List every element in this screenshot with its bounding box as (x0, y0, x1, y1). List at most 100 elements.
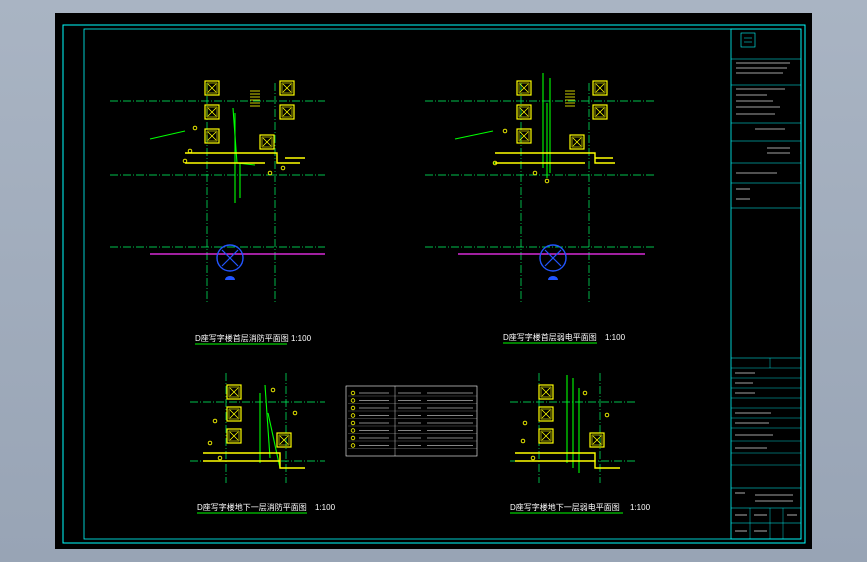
equipment-inner (591, 434, 603, 446)
equipment-cross (262, 137, 272, 147)
equipment-box (226, 428, 242, 444)
wiring-line (149, 130, 186, 140)
equipment-inner (206, 106, 218, 118)
device-symbol (492, 160, 498, 166)
equipment-box (538, 406, 554, 422)
drawing-title-text: D座写字楼首层消防平面图 (195, 333, 289, 343)
device-symbol (217, 455, 223, 461)
equipment-cross (229, 431, 239, 441)
drawing-sheet: D座写字楼首层消防平面图 1:100 D座写字楼首层弱电平面图 1:100 D座… (55, 13, 812, 549)
equipment-box (516, 104, 532, 120)
floor-plans (110, 73, 655, 483)
equipment-cross (282, 107, 292, 117)
device-symbol (212, 418, 218, 424)
legend-table (345, 385, 478, 457)
equipment-box (516, 128, 532, 144)
equipment-inner (540, 386, 552, 398)
device-symbol (187, 148, 193, 154)
equipment-box (538, 428, 554, 444)
legend-symbol-icon (350, 390, 356, 396)
compass-needle (221, 249, 239, 267)
equipment-inner (228, 408, 240, 420)
equipment-cross (229, 409, 239, 419)
cad-canvas: D座写字楼首层消防平面图 1:100 D座写字楼首层弱电平面图 1:100 D座… (62, 24, 806, 544)
device-symbol (522, 420, 528, 426)
equipment-cross (541, 431, 551, 441)
equipment-inner (206, 130, 218, 142)
equipment-cross (207, 83, 217, 93)
equipment-box (204, 128, 220, 144)
equipment-box (569, 134, 585, 150)
equipment-cross (592, 435, 602, 445)
equipment-cross (519, 107, 529, 117)
equipment-inner (278, 434, 290, 446)
equipment-inner (571, 136, 583, 148)
equipment-inner (228, 430, 240, 442)
legend-symbol-icon (350, 428, 356, 433)
device-symbol (532, 170, 538, 176)
legend-symbol-icon (350, 435, 356, 441)
compass-marker (225, 276, 235, 280)
drawing-scale-text: 1:100 (291, 334, 312, 343)
drawing-title-4: D座写字楼地下一层弱电平面图 1:100 (510, 502, 651, 514)
compass-needle (544, 249, 562, 267)
device-symbol (270, 387, 276, 393)
equipment-cross (572, 137, 582, 147)
device-symbol (280, 165, 286, 171)
equipment-cross (595, 107, 605, 117)
logo-icon (740, 32, 756, 48)
drawing-title-text: D座写字楼地下一层弱电平面图 (510, 502, 620, 512)
floor-plan (510, 373, 635, 483)
legend-symbol-icon (350, 405, 356, 411)
equipment-box (279, 80, 295, 96)
drawing-scale-text: 1:100 (605, 333, 626, 342)
legend-symbol-icon (350, 420, 356, 426)
equipment-box (592, 80, 608, 96)
device-symbol (192, 125, 198, 131)
floor-plan (110, 80, 325, 303)
drawing-scale-text: 1:100 (630, 503, 651, 512)
equipment-box (276, 432, 292, 448)
equipment-inner (228, 386, 240, 398)
equipment-inner (261, 136, 273, 148)
drawing-title-text: D座写字楼首层弱电平面图 (503, 332, 597, 342)
equipment-cross (207, 131, 217, 141)
equipment-box (226, 384, 242, 400)
compass-marker (548, 276, 558, 280)
equipment-box (516, 80, 532, 96)
device-symbol (292, 410, 298, 416)
device-symbol (207, 440, 213, 446)
equipment-box (204, 80, 220, 96)
equipment-box (279, 104, 295, 120)
legend-symbol-icon (350, 398, 356, 403)
drawing-title-text: D座写字楼地下一层消防平面图 (197, 502, 307, 512)
device-symbol (544, 178, 550, 184)
wiring-line (454, 130, 494, 140)
equipment-box (538, 384, 554, 400)
device-symbol (604, 412, 610, 418)
equipment-inner (281, 106, 293, 118)
equipment-cross (541, 387, 551, 397)
equipment-cross (282, 83, 292, 93)
compass-icon (539, 244, 567, 272)
title-block (730, 28, 802, 540)
wiring-line (232, 107, 256, 166)
equipment-cross (229, 387, 239, 397)
equipment-inner (518, 106, 530, 118)
equipment-inner (206, 82, 218, 94)
equipment-box (259, 134, 275, 150)
legend-symbol-icon (350, 443, 356, 448)
equipment-box (204, 104, 220, 120)
equipment-inner (594, 82, 606, 94)
device-symbol (267, 170, 273, 176)
drawing-title-2: D座写字楼首层弱电平面图 1:100 (503, 332, 626, 344)
wiring-line (264, 384, 271, 459)
device-symbol (502, 128, 508, 134)
wall-line (185, 152, 300, 164)
floor-plan (425, 73, 655, 303)
drawing-title-3: D座写字楼地下一层消防平面图 1:100 (197, 502, 336, 514)
equipment-cross (541, 409, 551, 419)
device-symbol (520, 438, 526, 444)
equipment-cross (207, 107, 217, 117)
